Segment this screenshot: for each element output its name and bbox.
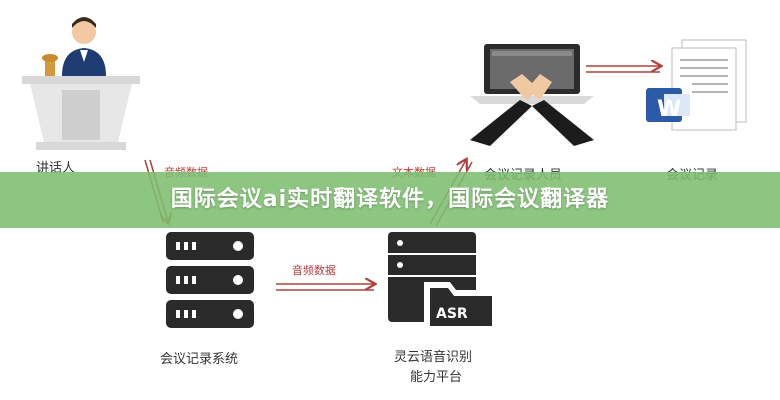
word-document-icon: W xyxy=(646,39,747,131)
edge-label-audio-2: 音频数据 xyxy=(292,264,336,277)
asr-server-icon: ASR xyxy=(388,232,498,332)
word-letter: W xyxy=(657,97,681,122)
node-label-system: 会议记录系统 xyxy=(160,352,239,367)
arrow-recorder-to-minutes xyxy=(586,66,660,73)
speaker-podium-icon xyxy=(22,17,140,150)
banner-title: 国际会议ai实时翻译软件，国际会议翻译器 xyxy=(170,187,610,212)
laptop-typing-icon xyxy=(470,44,594,146)
node-label-asr-line1: 灵云语音识别 xyxy=(394,350,473,365)
arrow-system-to-asr xyxy=(276,284,374,291)
title-banner: 国际会议ai实时翻译软件，国际会议翻译器 xyxy=(0,172,780,228)
node-label-asr-line2: 能力平台 xyxy=(410,370,463,385)
asr-badge: ASR xyxy=(436,306,468,322)
server-rack-icon xyxy=(166,232,254,328)
